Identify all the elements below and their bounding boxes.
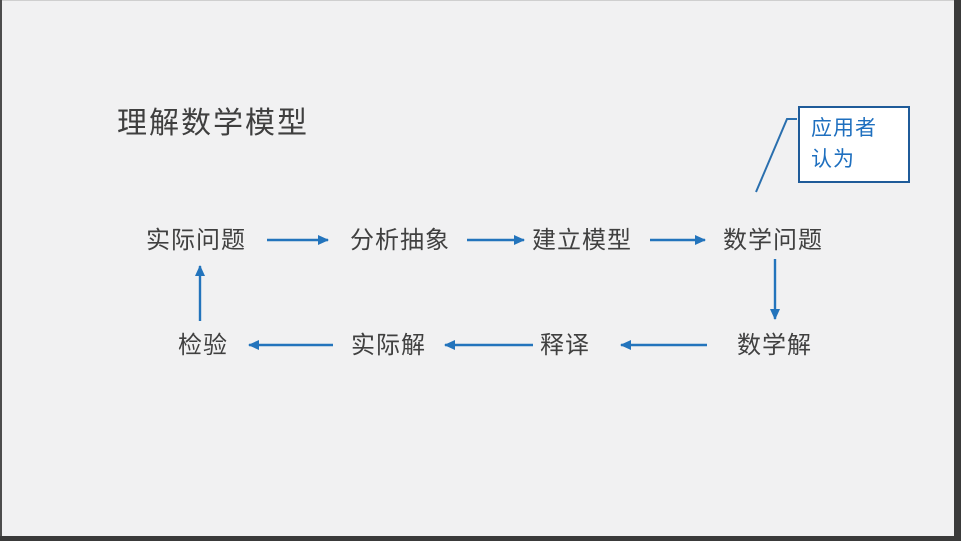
slide-title: 理解数学模型 — [117, 106, 309, 141]
frame-left-edge — [0, 0, 2, 541]
node-verify: 检验 — [178, 331, 228, 359]
callout-text: 应用者 认为 — [811, 116, 877, 171]
node-build-model: 建立模型 — [532, 226, 632, 254]
node-math-solution: 数学解 — [737, 331, 812, 359]
node-actual-problem: 实际问题 — [146, 226, 246, 254]
node-interpret: 释译 — [540, 331, 590, 359]
node-analysis-abstraction: 分析抽象 — [350, 226, 450, 254]
frame-bottom-edge — [0, 536, 961, 541]
node-math-problem: 数学问题 — [723, 226, 823, 254]
frame-top-edge — [0, 0, 961, 1]
callout-leader-line — [755, 118, 797, 193]
callout-box: 应用者 认为 — [798, 106, 910, 183]
frame-right-edge — [954, 0, 961, 541]
node-actual-solution: 实际解 — [351, 331, 426, 359]
